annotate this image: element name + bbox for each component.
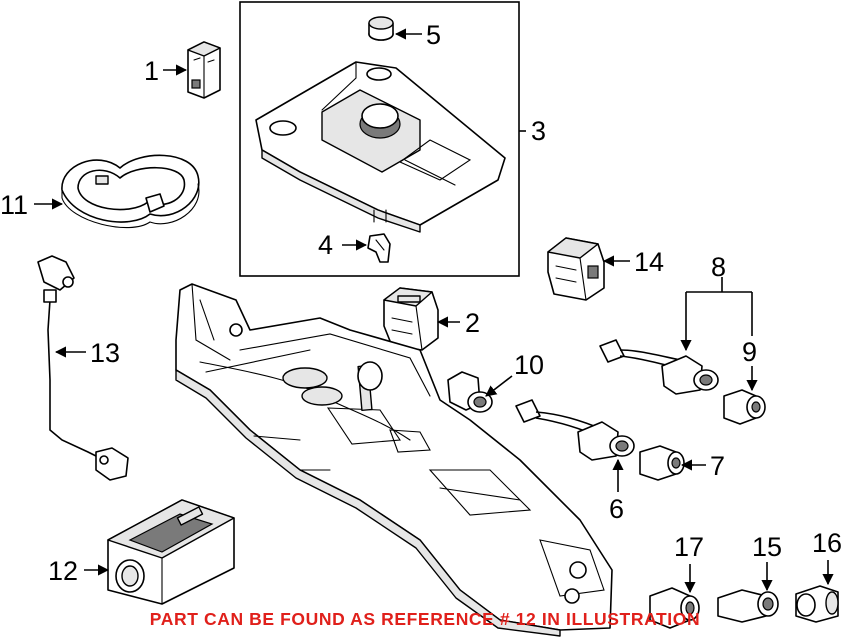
part-14-switch-block[interactable] xyxy=(547,237,605,301)
center-console xyxy=(175,283,613,637)
part-1-switch[interactable] xyxy=(187,41,221,99)
callout-labels: 1 2 3 4 5 6 7 8 9 10 11 12 13 14 15 16 1… xyxy=(0,20,842,586)
callout-8: 8 xyxy=(711,252,726,282)
part-7-socket[interactable] xyxy=(639,445,685,481)
part-16-socket[interactable] xyxy=(795,585,839,623)
callout-3: 3 xyxy=(531,116,546,146)
callout-5: 5 xyxy=(426,20,441,50)
part-12-socket-box[interactable] xyxy=(107,499,235,605)
callout-2: 2 xyxy=(465,308,480,338)
callout-17: 17 xyxy=(674,532,704,562)
callout-12: 12 xyxy=(48,556,78,586)
part-3-shifter-bezel[interactable] xyxy=(255,61,506,233)
footer-note: PART CAN BE FOUND AS REFERENCE # 12 IN I… xyxy=(149,609,701,629)
callout-13: 13 xyxy=(90,338,120,368)
callout-10: 10 xyxy=(514,350,544,380)
callout-1: 1 xyxy=(144,56,159,86)
part-4-clip[interactable] xyxy=(367,233,391,263)
part-11-cupholder-insert[interactable] xyxy=(61,154,200,229)
callout-15: 15 xyxy=(752,532,782,562)
callout-16: 16 xyxy=(812,528,842,558)
part-17-socket[interactable] xyxy=(649,587,700,629)
callout-9: 9 xyxy=(742,337,757,367)
part-9-socket[interactable] xyxy=(723,389,766,425)
shifter-assembly-frame xyxy=(239,1,520,277)
callout-4: 4 xyxy=(318,230,333,260)
part-2-switch[interactable] xyxy=(383,287,439,351)
part-6-harness-lower[interactable] xyxy=(515,399,635,461)
callout-11: 11 xyxy=(0,190,28,220)
part-8-harness-upper[interactable] xyxy=(599,339,719,395)
leader-lines xyxy=(34,28,834,594)
part-5-knob-cap[interactable] xyxy=(368,16,394,41)
part-13-wiring-harness[interactable] xyxy=(37,255,129,481)
part-15-socket[interactable] xyxy=(717,589,779,623)
part-10-socket[interactable] xyxy=(447,371,493,413)
callout-6: 6 xyxy=(609,494,624,524)
callout-7: 7 xyxy=(710,451,725,481)
callout-14: 14 xyxy=(634,247,664,277)
